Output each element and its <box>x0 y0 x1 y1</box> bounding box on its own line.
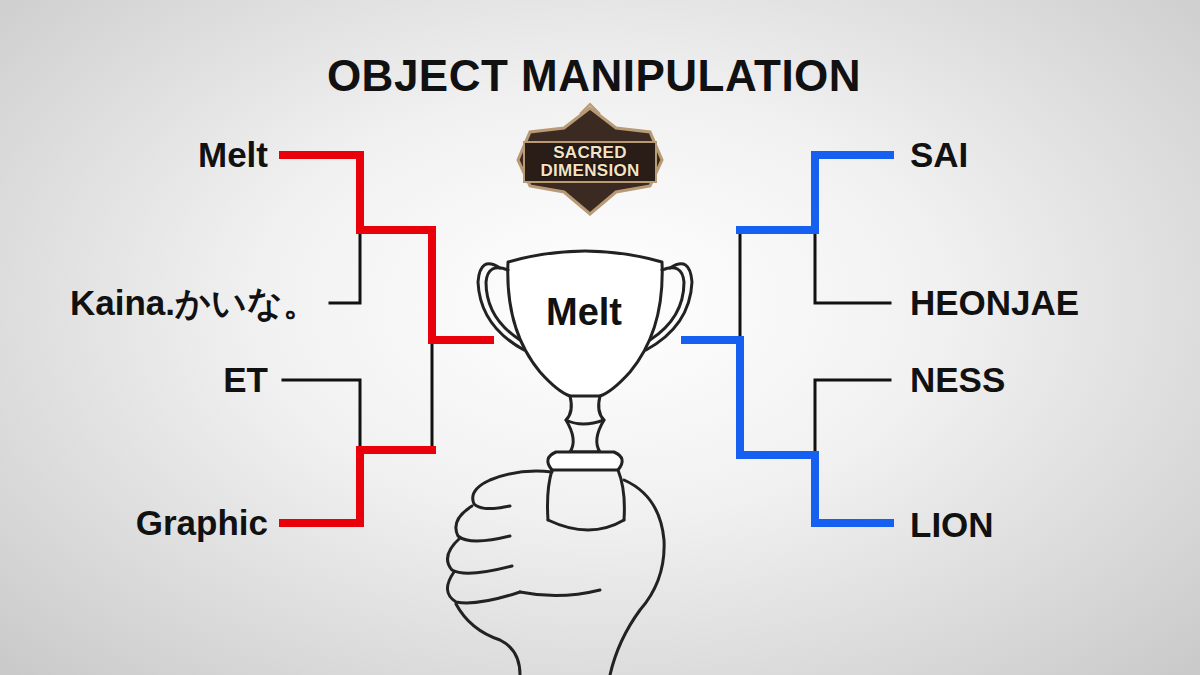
player-name: Graphic <box>136 504 268 543</box>
logo-text: SACRED DIMENSION <box>531 144 649 180</box>
player-name: Melt <box>198 136 268 175</box>
player-name: LION <box>910 506 994 545</box>
player-name: Kaina.かいな。 <box>70 284 318 323</box>
player-name: HEONJAE <box>910 284 1079 323</box>
bracket-lines-right <box>685 155 890 523</box>
player-name: ET <box>223 361 268 400</box>
title: OBJECT MANIPULATION <box>327 52 861 100</box>
player-name: SAI <box>910 136 968 175</box>
player-name: NESS <box>910 361 1005 400</box>
bracket-lines-left <box>283 155 490 523</box>
trophy-drawing <box>447 251 692 675</box>
logo-emblem <box>518 104 662 214</box>
winner-name: Melt <box>546 292 622 334</box>
